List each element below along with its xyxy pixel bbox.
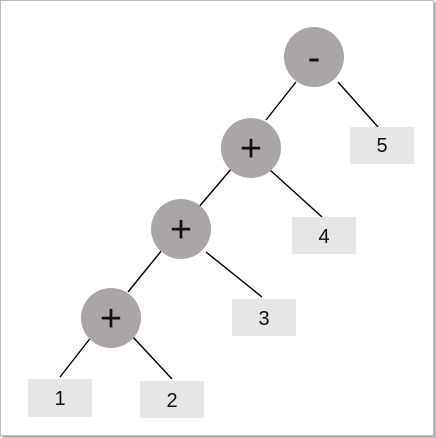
leaf-label-2: 2 <box>166 390 177 412</box>
edge-minus-to-plus1 <box>265 81 297 121</box>
edge-minus-to-5 <box>337 81 379 128</box>
leaf-node-2: 2 <box>140 381 204 418</box>
operator-node-plus-3: + <box>81 288 141 348</box>
leaf-label-5: 5 <box>376 135 387 157</box>
leaf-node-4: 4 <box>292 217 356 254</box>
leaf-nodes: 5 4 3 1 2 <box>28 127 414 418</box>
operator-label-plus-2: + <box>170 209 192 251</box>
operator-label-minus: - <box>308 37 321 79</box>
leaf-node-5: 5 <box>350 127 414 164</box>
operator-node-minus: - <box>284 27 344 87</box>
operator-nodes: - + + + <box>81 27 344 348</box>
edge-plus2-to-plus3 <box>127 249 163 293</box>
edge-plus2-to-3 <box>205 251 263 298</box>
leaf-label-4: 4 <box>318 226 329 248</box>
leaf-node-3: 3 <box>232 299 296 336</box>
tree-edges <box>59 81 379 380</box>
leaf-node-1: 1 <box>28 379 92 417</box>
operator-node-plus-1: + <box>221 118 281 178</box>
edge-plus3-to-2 <box>131 335 173 380</box>
edge-plus1-to-4 <box>269 169 323 218</box>
operator-node-plus-2: + <box>151 199 211 259</box>
edge-plus1-to-plus2 <box>197 167 233 209</box>
operator-label-plus-3: + <box>100 298 122 340</box>
edge-plus3-to-1 <box>59 335 93 378</box>
leaf-label-3: 3 <box>258 308 269 330</box>
operator-label-plus-1: + <box>240 128 262 170</box>
leaf-label-1: 1 <box>54 388 65 410</box>
